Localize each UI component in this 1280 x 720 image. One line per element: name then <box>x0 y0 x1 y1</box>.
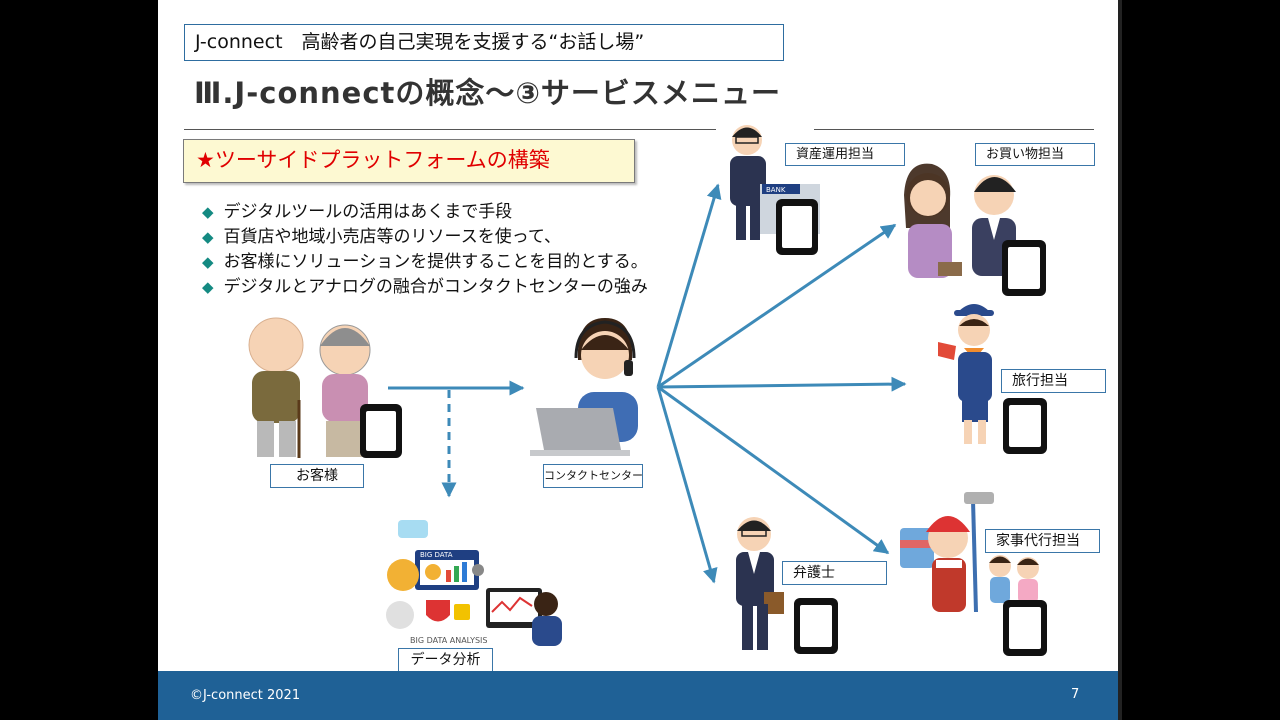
shopping-staff-illustration <box>904 163 1016 278</box>
bullet-item: ◆デジタルツールの活用はあくまで手段 <box>202 202 513 222</box>
slide-title: Ⅲ.J-connectの概念～③サービスメニュー <box>194 76 781 110</box>
diamond-bullet-icon: ◆ <box>202 278 214 296</box>
arrow-to-lawyer <box>656 386 718 584</box>
travel-label: 旅行担当 <box>1001 369 1106 393</box>
housekeeper-illustration <box>900 492 1039 613</box>
asset-management-label: 資産運用担当 <box>785 143 905 166</box>
diamond-bullet-icon: ◆ <box>202 203 214 221</box>
slide: J-connect 高齢者の自己実現を支援する“お話し場” Ⅲ.J-connec… <box>158 0 1118 720</box>
bank-sign-text: BANK <box>766 186 786 194</box>
tablet-icon <box>794 598 838 654</box>
bullet-item: ◆デジタルとアナログの融合がコンタクトセンターの強み <box>202 277 648 297</box>
travel-guide-illustration <box>938 304 994 444</box>
data-analysis-label: データ分析 <box>398 648 493 672</box>
big-data-text: BIG DATA <box>420 551 453 559</box>
arrow-to-housework <box>657 385 890 555</box>
arrow-to-asset <box>656 183 722 388</box>
tablet-icon <box>776 199 818 255</box>
copyright-text: ©J-connect 2021 <box>190 688 301 703</box>
lawyer-label: 弁護士 <box>782 561 887 585</box>
tablet-icon <box>1002 240 1046 296</box>
customer-label: お客様 <box>270 464 364 488</box>
two-sided-platform-callout: ★ツーサイドプラットフォームの構築 <box>183 139 635 183</box>
tablet-icon <box>1003 398 1047 454</box>
lawyer-illustration <box>736 517 784 650</box>
tablet-icon <box>360 404 402 458</box>
footer-bar <box>158 671 1118 720</box>
big-data-analysis-illustration: BIG DATA BIG DATA ANALYSIS <box>386 520 562 646</box>
bullet-item: ◆百貨店や地域小売店等のリソースを使って、 <box>202 227 561 247</box>
contact-center-label: コンタクトセンター <box>543 464 643 488</box>
diamond-bullet-icon: ◆ <box>202 228 214 246</box>
title-divider-left <box>184 129 716 130</box>
shopping-label: お買い物担当 <box>975 143 1095 166</box>
big-data-analysis-text: BIG DATA ANALYSIS <box>410 636 487 645</box>
operator-illustration <box>530 318 638 456</box>
bullet-list: ◆デジタルツールの活用はあくまで手段 ◆百貨店や地域小売店等のリソースを使って、… <box>202 200 648 300</box>
tablet-icon <box>1003 600 1047 656</box>
arrow-to-shopping <box>657 223 897 389</box>
arrow-to-travel <box>657 376 907 392</box>
bullet-item: ◆お客様にソリューションを提供することを目的とする。 <box>202 252 648 272</box>
service-diagram: BIG DATA BIG DATA ANALYSIS BANK <box>248 125 1047 656</box>
housework-label: 家事代行担当 <box>985 529 1100 553</box>
slide-right-edge <box>1118 0 1122 720</box>
title-divider-right <box>814 129 1094 130</box>
elderly-couple-illustration <box>248 317 371 458</box>
slide-subtitle: J-connect 高齢者の自己実現を支援する“お話し場” <box>184 24 784 61</box>
page-number: 7 <box>1071 687 1080 702</box>
diamond-bullet-icon: ◆ <box>202 253 214 271</box>
